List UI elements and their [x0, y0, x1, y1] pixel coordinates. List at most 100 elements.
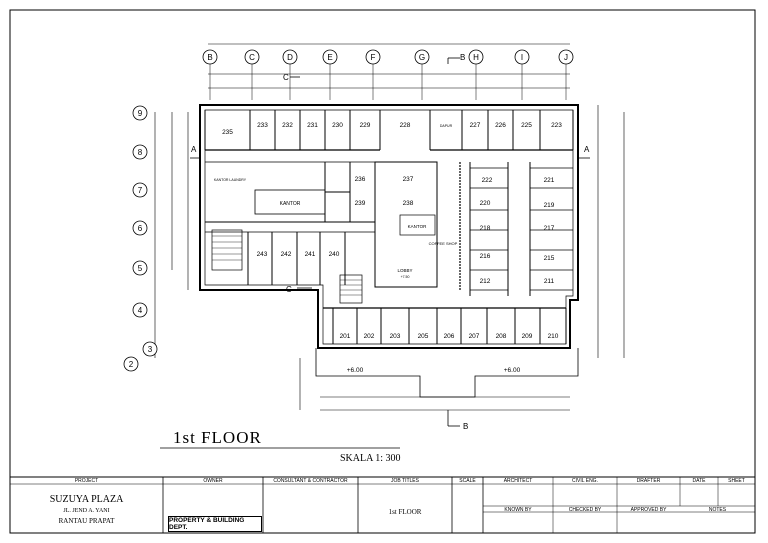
- room-217: 217: [544, 225, 555, 232]
- room-238: 238: [403, 200, 414, 207]
- section-marker-b-bottom: B: [447, 410, 468, 431]
- architect-header: ARCHITECT: [503, 478, 533, 484]
- building-outline: [199, 104, 579, 349]
- grid-label-5: 5: [138, 264, 143, 273]
- job-titles-header: JOB TITLES: [391, 478, 419, 484]
- room-210: 210: [548, 333, 559, 340]
- project-name: SUZUYA PLAZA: [49, 494, 124, 505]
- grid-bubble-3: [142, 341, 158, 357]
- room-233: 233: [257, 122, 268, 129]
- room-242: 242: [281, 251, 292, 258]
- grid-label-4: 4: [138, 306, 143, 315]
- grid-bubble-4: [132, 302, 148, 318]
- section-marker-a-right: A: [578, 145, 590, 159]
- level-right-label: +6.00: [504, 367, 521, 374]
- level-left-label: +6.00: [347, 367, 364, 374]
- project-address-2: RANTAU PRAPAT: [58, 517, 115, 525]
- room-201: 201: [340, 333, 351, 340]
- svg-text:A: A: [584, 145, 590, 154]
- grid-label-F: F: [371, 53, 376, 62]
- date-header: DATE: [692, 478, 706, 484]
- grid-bubble-F: [365, 49, 381, 65]
- grid-label-C: C: [249, 53, 255, 62]
- owner-header: OWNER: [203, 478, 223, 484]
- grid-label-7: 7: [138, 186, 143, 195]
- grid-label-8: 8: [138, 148, 143, 157]
- grid-bubble-D: [282, 49, 298, 65]
- room-221: 221: [544, 177, 555, 184]
- grid-bubble-8: [132, 144, 148, 160]
- grid-bubble-G: [414, 49, 430, 65]
- grid-bubble-E: [322, 49, 338, 65]
- consultant-header: CONSULTANT & CONTRACTOR: [273, 478, 348, 484]
- kantor-label: KANTOR: [280, 201, 301, 207]
- grid-label-E: E: [327, 53, 332, 62]
- drafter-header: DRAFTER: [636, 478, 661, 484]
- sheet-header: SHEET: [728, 478, 745, 484]
- grid-label-B: B: [207, 53, 212, 62]
- job-title: 1st FLOOR: [388, 508, 422, 516]
- grid-bubble-5: [132, 260, 148, 276]
- owner-name: PROPERTY & BUILDING DEPT.: [168, 516, 262, 532]
- grid-label-2: 2: [129, 360, 134, 369]
- scale-label: SKALA 1: 300: [340, 453, 401, 464]
- grid-bubble-J: [558, 49, 574, 65]
- room-230: 230: [332, 122, 343, 129]
- grid-bubble-6: [132, 220, 148, 236]
- room-202: 202: [364, 333, 375, 340]
- grid-label-D: D: [287, 53, 293, 62]
- room-207: 207: [469, 333, 480, 340]
- grid-label-G: G: [419, 53, 425, 62]
- grid-label-I: I: [521, 53, 523, 62]
- room-226: 226: [495, 122, 506, 129]
- room-205: 205: [418, 333, 429, 340]
- room-223: 223: [551, 122, 562, 129]
- room-220: 220: [480, 200, 491, 207]
- room-211: 211: [544, 278, 555, 285]
- grid-label-9: 9: [138, 109, 143, 118]
- room-225: 225: [521, 122, 532, 129]
- room-240: 240: [329, 251, 340, 258]
- grid-label-3: 3: [148, 345, 153, 354]
- dapur-label: DAPUR: [440, 124, 453, 128]
- grid-bubble-C: [244, 49, 260, 65]
- room-222: 222: [482, 177, 493, 184]
- svg-text:B: B: [460, 53, 465, 62]
- svg-text:C: C: [283, 73, 289, 82]
- room-215: 215: [544, 255, 555, 262]
- svg-text:B: B: [463, 422, 468, 431]
- lobby-level-label: +7.50: [401, 275, 410, 279]
- room-227: 227: [470, 122, 481, 129]
- laundry-label: KANTOR LAUNDRY: [214, 178, 247, 182]
- room-235: 235: [222, 129, 233, 136]
- plan-title: 1st FLOOR: [173, 428, 262, 447]
- checked-by-label: CHECKED BY: [568, 507, 602, 513]
- room-219: 219: [544, 202, 555, 209]
- room-212: 212: [480, 278, 491, 285]
- grid-bubble-7: [132, 182, 148, 198]
- grid-bubble-B: [202, 49, 218, 65]
- svg-text:A: A: [191, 145, 197, 154]
- grid-bubble-2: [123, 356, 139, 372]
- grid-label-H: H: [473, 53, 479, 62]
- room-218: 218: [480, 225, 491, 232]
- grid-label-6: 6: [138, 224, 143, 233]
- room-206: 206: [444, 333, 455, 340]
- coffee-shop-label: COFFEE SHOP: [429, 241, 458, 246]
- grid-bubble-I: [514, 49, 530, 65]
- room-241: 241: [305, 251, 316, 258]
- section-marker-a-left: A: [190, 145, 200, 159]
- section-marker-c-top: C: [283, 73, 300, 82]
- room-237: 237: [403, 176, 414, 183]
- room-243: 243: [257, 251, 268, 258]
- approved-by-label: APPROVED BY: [630, 507, 667, 513]
- room-232: 232: [282, 122, 293, 129]
- scale-header: SCALE: [459, 478, 476, 484]
- title-block: [9, 476, 756, 534]
- room-216: 216: [480, 253, 491, 260]
- project-header: PROJECT: [74, 478, 99, 484]
- room-231: 231: [307, 122, 318, 129]
- section-marker-b-top: B: [447, 53, 465, 64]
- civil-header: CIVIL ENG.: [572, 478, 598, 484]
